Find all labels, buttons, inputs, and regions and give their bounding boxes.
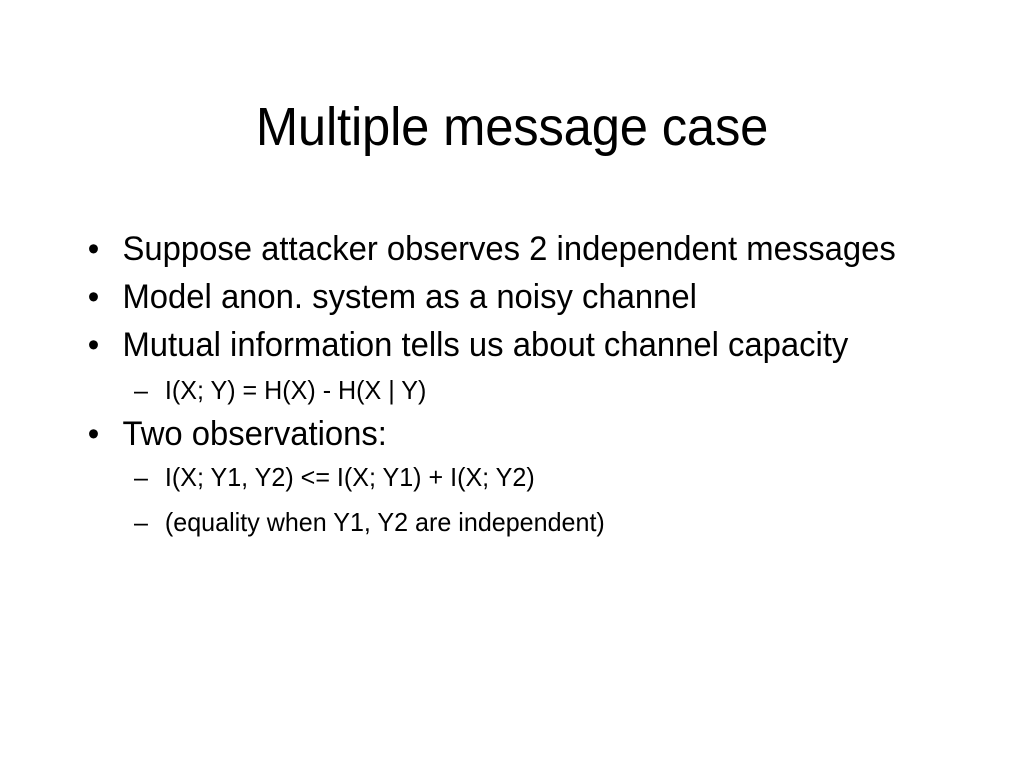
bullet-text: Suppose attacker observes 2 independent … [122, 230, 896, 268]
bullet-marker-dash: – [134, 507, 149, 537]
sub-bullet-item: – (equality when Y1, Y2 are independent) [80, 500, 929, 545]
bullet-item: • Two observations: [80, 413, 929, 455]
slide-title: Multiple message case [255, 97, 769, 157]
bullet-item: • Suppose attacker observes 2 independen… [80, 228, 929, 270]
bullet-item: • Model anon. system as a noisy channel [80, 276, 929, 318]
bullet-marker-dash: – [134, 462, 149, 492]
bullet-text: Two observations: [122, 415, 387, 453]
sub-bullet-item: – I(X; Y1, Y2) <= I(X; Y1) + I(X; Y2) [80, 455, 929, 500]
bullet-text: Model anon. system as a noisy channel [122, 278, 697, 316]
sub-bullet-text: I(X; Y1, Y2) <= I(X; Y1) + I(X; Y2) [164, 462, 535, 492]
bullet-text: Mutual information tells us about channe… [122, 326, 849, 364]
slide-body: • Suppose attacker observes 2 independen… [80, 228, 960, 545]
sub-bullet-text: I(X; Y) = H(X) - H(X | Y) [164, 375, 427, 405]
bullet-marker-dot: • [87, 230, 100, 268]
bullet-marker-dash: – [134, 375, 149, 405]
sub-bullet-text: (equality when Y1, Y2 are independent) [164, 507, 605, 537]
bullet-marker-dot: • [87, 326, 100, 364]
bullet-marker-dot: • [87, 415, 100, 453]
bullet-item: • Mutual information tells us about chan… [80, 324, 929, 366]
bullet-marker-dot: • [87, 278, 100, 316]
sub-bullet-item: – I(X; Y) = H(X) - H(X | Y) [80, 368, 929, 413]
